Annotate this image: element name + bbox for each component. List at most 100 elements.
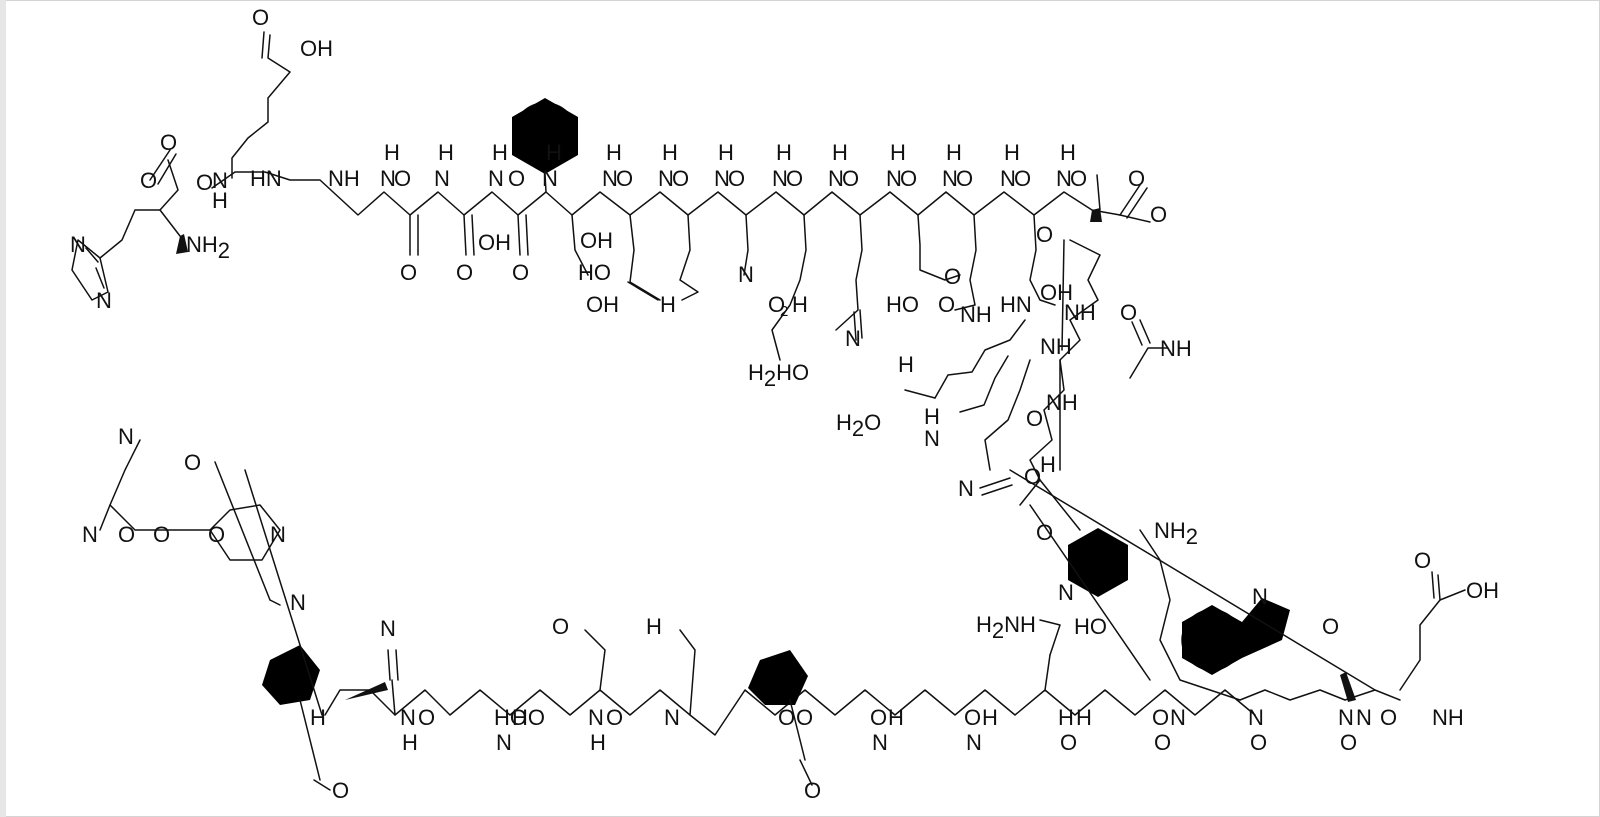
svg-text:N: N: [1338, 705, 1354, 730]
svg-text:O: O: [804, 778, 821, 803]
svg-text:N: N: [1056, 166, 1072, 191]
svg-text:H: H: [792, 292, 808, 317]
svg-text:O: O: [456, 260, 473, 285]
svg-text:O: O: [140, 168, 157, 193]
svg-text:H: H: [606, 140, 622, 165]
svg-text:N: N: [1058, 580, 1074, 605]
svg-text:NH: NH: [1040, 334, 1072, 359]
svg-text:HO: HO: [512, 705, 545, 730]
svg-text:N: N: [924, 426, 940, 451]
svg-text:O: O: [1120, 300, 1137, 325]
svg-text:O: O: [1128, 166, 1145, 191]
svg-text:O: O: [1154, 730, 1171, 755]
svg-text:H: H: [946, 140, 962, 165]
bond-skeleton: [71, 31, 1466, 791]
svg-text:O: O: [1340, 730, 1357, 755]
svg-text:O: O: [400, 260, 417, 285]
svg-text:N: N: [714, 166, 730, 191]
svg-text:N: N: [886, 166, 902, 191]
svg-text:N: N: [290, 590, 306, 615]
svg-text:N: N: [1170, 705, 1186, 730]
svg-text:O: O: [672, 166, 689, 191]
svg-text:H: H: [924, 404, 940, 429]
svg-text:H: H: [982, 705, 998, 730]
svg-text:O: O: [1380, 705, 1397, 730]
svg-text:H: H: [1004, 140, 1020, 165]
svg-text:H: H: [898, 352, 914, 377]
svg-text:O: O: [1070, 166, 1087, 191]
svg-text:O: O: [944, 264, 961, 289]
svg-text:N: N: [400, 705, 416, 730]
svg-text:N: N: [942, 166, 958, 191]
svg-text:NH: NH: [328, 166, 360, 191]
svg-text:HN: HN: [1000, 292, 1032, 317]
svg-text:N: N: [1000, 166, 1016, 191]
svg-text:O: O: [1150, 202, 1167, 227]
svg-text:H: H: [546, 140, 562, 165]
svg-text:OH: OH: [478, 230, 511, 255]
svg-text:N: N: [70, 232, 86, 257]
svg-text:O: O: [870, 705, 887, 730]
svg-text:NH: NH: [1432, 705, 1464, 730]
svg-text:N: N: [270, 522, 286, 547]
svg-text:H: H: [832, 140, 848, 165]
svg-text:H: H: [384, 140, 400, 165]
svg-text:N: N: [872, 730, 888, 755]
svg-text:O: O: [332, 778, 349, 803]
svg-text:H: H: [718, 140, 734, 165]
svg-text:O: O: [1152, 705, 1169, 730]
svg-text:O: O: [1024, 464, 1041, 489]
left-margin-bar: [0, 0, 6, 817]
svg-text:O: O: [796, 705, 813, 730]
svg-text:HN: HN: [250, 166, 282, 191]
svg-text:O: O: [728, 166, 745, 191]
svg-text:N: N: [1248, 705, 1264, 730]
svg-text:N: N: [1356, 705, 1372, 730]
svg-text:N: N: [958, 476, 974, 501]
svg-text:H2HO: H2HO: [748, 360, 809, 391]
svg-text:O: O: [1036, 520, 1053, 545]
svg-text:H2O: H2O: [836, 410, 881, 441]
svg-text:O: O: [418, 705, 435, 730]
svg-text:O: O: [160, 130, 177, 155]
svg-text:O: O: [606, 705, 623, 730]
svg-text:O: O: [842, 166, 859, 191]
svg-text:N: N: [488, 166, 504, 191]
svg-text:H: H: [646, 614, 662, 639]
svg-text:O: O: [786, 166, 803, 191]
svg-text:N: N: [542, 166, 558, 191]
svg-text:H: H: [888, 705, 904, 730]
svg-text:O: O: [394, 166, 411, 191]
svg-text:H: H: [492, 140, 508, 165]
svg-text:N: N: [380, 166, 396, 191]
svg-text:O: O: [196, 170, 213, 195]
svg-text:O: O: [512, 260, 529, 285]
svg-text:O: O: [552, 614, 569, 639]
svg-text:N: N: [1252, 584, 1268, 609]
svg-text:H2NH: H2NH: [976, 612, 1036, 643]
svg-text:O: O: [1014, 166, 1031, 191]
svg-text:HO: HO: [494, 705, 527, 730]
svg-text:O: O: [616, 166, 633, 191]
svg-text:HO: HO: [1074, 614, 1107, 639]
svg-text:H: H: [662, 140, 678, 165]
svg-text:N: N: [434, 166, 450, 191]
svg-text:O: O: [964, 705, 981, 730]
svg-text:NH: NH: [1046, 390, 1078, 415]
svg-text:O: O: [1250, 730, 1267, 755]
svg-text:O: O: [938, 292, 955, 317]
svg-text:O: O: [1322, 614, 1339, 639]
svg-text:O: O: [900, 166, 917, 191]
svg-text:N: N: [664, 705, 680, 730]
svg-text:N: N: [588, 705, 604, 730]
svg-text:O: O: [208, 522, 225, 547]
svg-text:H: H: [660, 292, 676, 317]
svg-text:H: H: [1076, 705, 1092, 730]
svg-text:N: N: [96, 288, 112, 313]
svg-text:OH: OH: [580, 228, 613, 253]
svg-text:H: H: [1058, 705, 1074, 730]
svg-text:O: O: [768, 292, 785, 317]
svg-text:H: H: [212, 188, 228, 213]
svg-text:O: O: [1060, 730, 1077, 755]
